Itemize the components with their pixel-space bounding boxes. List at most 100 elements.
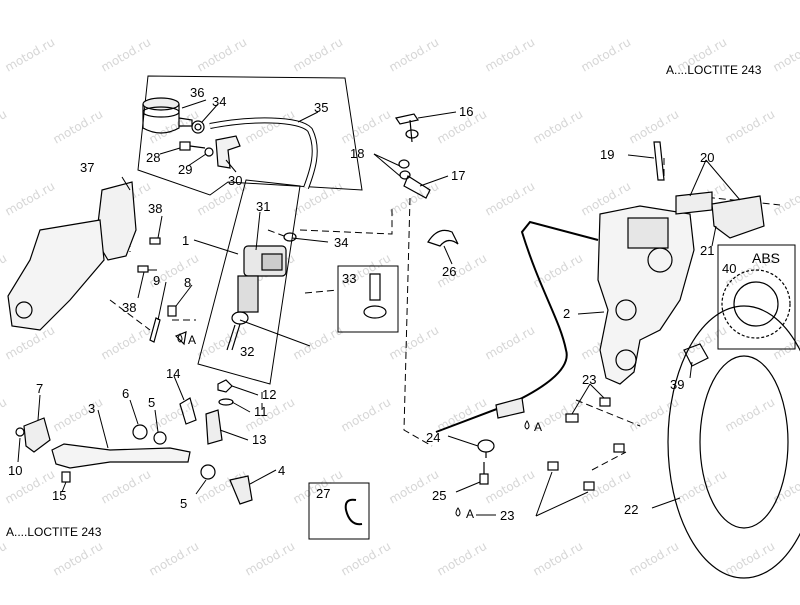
callout-1: 1 [182,233,189,248]
callout-38b: 38 [122,300,136,315]
watermark-text: motod.ru [51,0,106,3]
bolt-25-part [480,462,488,484]
loctite-marker-23a: A [534,420,542,434]
watermark-text: motod.ru [339,107,394,147]
callout-18: 18 [350,146,364,161]
watermark-text: motod.ru [0,107,9,147]
watermark-text: motod.ru [483,179,538,219]
watermark-text: motod.ru [483,323,538,363]
hose-clamp-34-part [284,233,296,241]
plate-7-part [24,418,50,452]
watermark-text: motod.ru [3,179,58,219]
cotter-pin-part [176,332,186,344]
nut-12-part [218,380,232,392]
watermark-text: motod.ru [579,467,634,507]
watermark-text: motod.ru [627,395,682,435]
watermark-text: motod.ru [3,35,58,75]
watermark-text: motod.ru [723,107,778,147]
nut-29-part [205,148,213,156]
watermark-text: motod.ru [435,539,490,579]
fitting-33-part [364,274,386,318]
banjo-16-part [396,114,418,142]
watermark-text: motod.ru [723,539,778,579]
clevis-13-part [206,410,222,444]
pin-8-part [168,306,176,316]
watermark-text: motod.ru [531,107,586,147]
watermark-text: motod.ru [0,395,9,435]
callout-23b: 23 [500,508,514,523]
watermark-text: motod.ru [291,323,346,363]
watermark-text: motod.ru [483,35,538,75]
loctite-marker-23b: A [466,507,474,521]
callout-6: 6 [122,386,129,401]
callout-4: 4 [278,463,285,478]
watermark-text: motod.ru [579,35,634,75]
watermark-text: motod.ru [0,0,9,3]
washer-5b-part [201,465,215,479]
loctite-note-top: A....LOCTITE 243 [666,63,761,77]
watermark-text: motod.ru [531,539,586,579]
watermark-text: motod.ru [99,323,154,363]
callout-20: 20 [700,150,714,165]
callout-38a: 38 [148,201,162,216]
callout-36: 36 [190,85,204,100]
callout-26: 26 [442,264,456,279]
callout-13: 13 [252,432,266,447]
bolt-28-part [180,142,205,150]
washer-18a-part [399,160,409,168]
watermark-text: motod.ru [627,0,682,3]
watermark-text: motod.ru [51,107,106,147]
watermark-text: motod.ru [339,395,394,435]
circlip-27-part [346,500,362,525]
callout-34b: 34 [334,235,348,250]
callout-35: 35 [314,100,328,115]
callout-22: 22 [624,502,638,517]
callout-14: 14 [166,366,180,381]
watermark-text: motod.ru [291,35,346,75]
bracket-30-part [216,136,240,168]
washer-5a-part [154,432,166,444]
washer-18b-part [400,171,410,179]
clip-26-part [428,230,458,246]
watermark-text: motod.ru [723,0,778,3]
callout-5b: 5 [180,496,187,511]
watermark-text: motod.ru [243,0,298,3]
callout-10: 10 [8,463,22,478]
watermark-text: motod.ru [243,107,298,147]
watermark-text: motod.ru [387,35,442,75]
callout-11: 11 [254,404,268,419]
callout-27: 27 [316,486,330,501]
watermark-text: motod.ru [435,0,490,3]
pivot-4-part [230,476,252,504]
washer-6-part [133,425,147,439]
callout-28: 28 [146,150,160,165]
callout-30: 30 [228,173,242,188]
callout-12: 12 [262,387,276,402]
callout-2: 2 [563,306,570,321]
watermark-text: motod.ru [51,395,106,435]
loctite-drop-icon [525,421,529,429]
watermark-text: motod.ru [387,179,442,219]
watermark-text: motod.ru [675,467,730,507]
bolt-38a-part [150,238,160,244]
abs-label: ABS [752,250,780,266]
watermark-text: motod.ru [483,467,538,507]
clip-24-part [478,440,494,458]
watermark-text: motod.ru [195,35,250,75]
callout-23a: 23 [582,372,596,387]
watermark-text: motod.ru [771,179,800,219]
screw-15-part [62,472,70,482]
callout-32: 32 [240,344,254,359]
watermark-text: motod.ru [99,35,154,75]
callout-19: 19 [600,147,614,162]
watermark-text: motod.ru [531,0,586,3]
loctite-drop-icon [456,508,460,516]
callout-24: 24 [426,430,440,445]
callout-15: 15 [52,488,66,503]
callout-39: 39 [670,377,684,392]
ring-11-part [219,399,233,405]
bleeder-19-part [654,142,664,180]
watermark-text: motod.ru [0,251,9,291]
callout-17: 17 [451,168,465,183]
